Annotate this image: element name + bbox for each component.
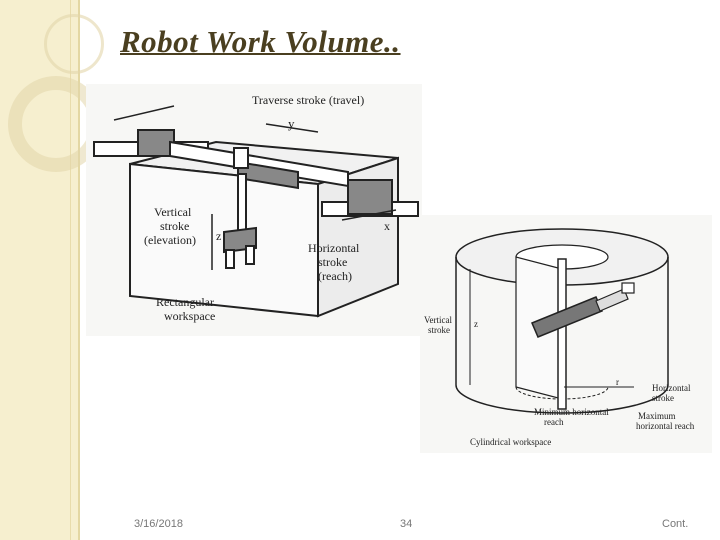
inner-bottom: [515, 386, 609, 400]
cylindrical-workspace-figure: Vertical stroke z r Horizontal stroke Mi…: [420, 215, 712, 453]
travel-arrow: [113, 105, 175, 121]
rectangular-workspace-figure: Traverse stroke (travel) y Vertical stro…: [86, 84, 422, 336]
cyl-horizontal-label-2: stroke: [652, 393, 674, 403]
spindle-top: [233, 147, 249, 169]
gripper-finger-right: [245, 245, 255, 265]
gripper-finger-left: [225, 249, 235, 269]
max-reach-label-2: horizontal reach: [636, 421, 695, 431]
cyl-vertical-label-2: stroke: [428, 325, 450, 335]
slider-x: [237, 160, 299, 190]
vertical-label-2: stroke: [160, 219, 189, 233]
end-effector: [621, 282, 635, 294]
cyl-r-label: r: [616, 377, 619, 387]
column: [557, 258, 567, 410]
horizontal-label-1: Horizontal: [308, 241, 360, 255]
footer-date: 3/16/2018: [134, 518, 183, 530]
spindle: [237, 173, 247, 235]
ring-decoration-small: [44, 14, 104, 74]
horizontal-label-3: (reach): [318, 269, 352, 283]
carriage-right: [347, 179, 393, 215]
cyl-z-label: z: [474, 319, 478, 329]
cyl-vertical-label-1: Vertical: [424, 315, 452, 325]
x-label: x: [384, 219, 390, 233]
y-arrow: [265, 123, 319, 133]
arm-extension: [595, 288, 629, 312]
carriage-left: [137, 129, 175, 157]
horizontal-label-2: stroke: [318, 255, 347, 269]
cylinder-bottom: [455, 384, 669, 414]
footer-note: Cont.: [662, 518, 689, 530]
min-reach-label-2: reach: [544, 417, 564, 427]
x-arrow: [341, 209, 397, 221]
max-reach-label-1: Maximum: [638, 411, 676, 421]
arm: [531, 296, 603, 338]
cyl-horizontal-label-1: Horizontal: [652, 383, 691, 393]
cyl-workspace-label: Cylindrical workspace: [470, 437, 551, 447]
workspace-label-2: workspace: [164, 309, 215, 323]
y-label: y: [288, 116, 295, 131]
z-label: z: [216, 229, 221, 243]
vertical-label-1: Vertical: [154, 205, 192, 219]
side-band-line: [70, 0, 71, 540]
cylindrical-workspace-diagram: Vertical stroke z r Horizontal stroke Mi…: [424, 228, 695, 447]
slide-title: Robot Work Volume..: [120, 24, 401, 59]
workspace-label-1: Rectangular: [156, 295, 214, 309]
footer-page-number: 34: [400, 518, 413, 530]
vertical-label-3: (elevation): [144, 233, 196, 247]
rectangular-workspace-diagram: Traverse stroke (travel) y Vertical stro…: [93, 93, 419, 323]
min-reach-label-1: Minimum horizontal: [534, 407, 609, 417]
traverse-label: Traverse stroke (travel): [252, 93, 364, 107]
